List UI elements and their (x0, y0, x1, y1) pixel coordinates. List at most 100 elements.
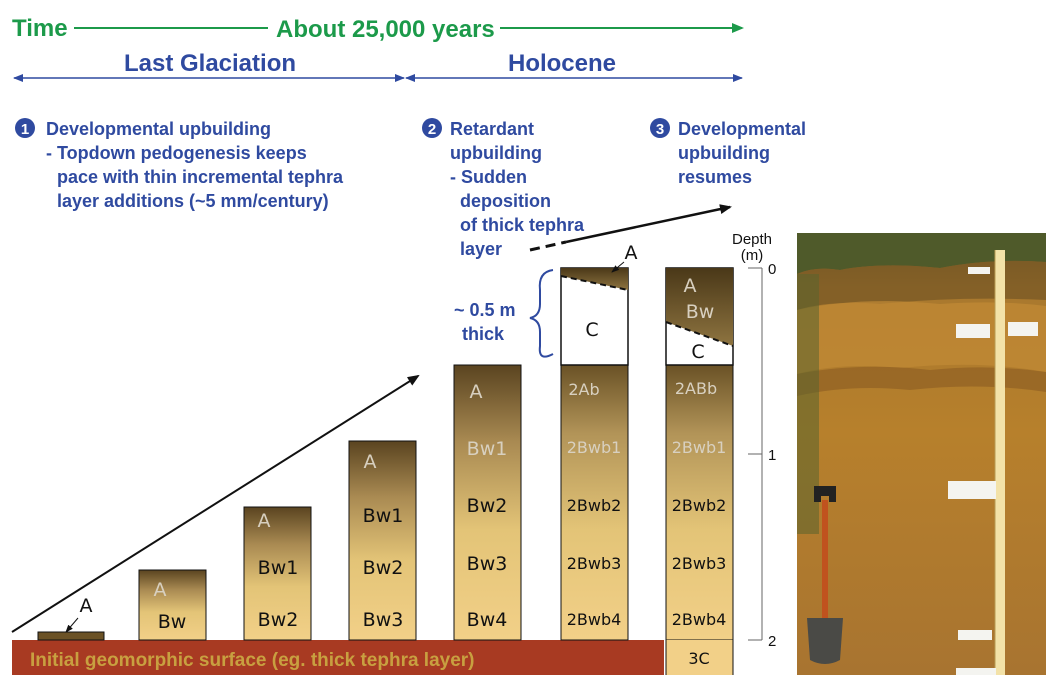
photo-tag-1 (968, 267, 990, 274)
column-6-a-boundary (560, 275, 629, 291)
column-5-horizon-bw2: Bw2 (467, 495, 508, 517)
profile-column-2: A Bw (138, 569, 207, 641)
thickness-unit: thick (462, 324, 505, 344)
column-5-horizon-bw1: Bw1 (467, 438, 508, 460)
stage-3-number: 3 (656, 121, 664, 138)
stage-3-line-1: Developmental (678, 119, 806, 139)
photo-tag-5 (958, 630, 992, 640)
column-5-horizon-a: A (470, 381, 483, 403)
stage-1-line-3: pace with thin incremental tephra (57, 167, 344, 187)
stage-2-line-5: of thick tephra (460, 215, 585, 235)
stage-3-line-2: upbuilding (678, 143, 770, 163)
stage-1-line-4: layer additions (~5 mm/century) (57, 191, 329, 211)
column-2-body (138, 569, 207, 641)
profile-column-5: A Bw1 Bw2 Bw3 Bw4 (453, 364, 522, 641)
column-1-a-horizon (37, 631, 105, 641)
stage-1-line-2: - Topdown pedogenesis keeps (46, 143, 307, 163)
stage-2-line-2: upbuilding (450, 143, 542, 163)
column-1-a-pointer (65, 617, 79, 633)
holocene-label: Holocene (508, 50, 616, 77)
photo-tag-2 (956, 324, 990, 338)
initial-surface-label: Initial geomorphic surface (eg. thick te… (30, 650, 475, 671)
stage-2-number: 2 (428, 121, 436, 138)
column-4-body (348, 440, 417, 641)
depth-tick-label-2: 2 (768, 633, 776, 650)
column-3-body (243, 506, 312, 641)
column-7-buried-body (665, 364, 734, 641)
column-6-horizon-2bwb1: 2Bwb1 (567, 438, 622, 457)
photo-tag-4 (948, 481, 996, 499)
profile-column-7: A Bw C 2ABb 2Bwb1 2Bwb2 2Bwb3 2Bwb4 3C (665, 267, 734, 675)
last-glaciation-label: Last Glaciation (124, 50, 296, 77)
soil-profile-photo (797, 233, 1046, 675)
stage-3-description: 3 Developmental upbuilding resumes (650, 118, 806, 187)
spade-shaft (822, 500, 828, 618)
photo-dark-band (797, 366, 1046, 396)
column-6-buried-body (560, 364, 629, 641)
column-6-horizon-2bwb2: 2Bwb2 (567, 496, 622, 515)
thickness-brace (529, 269, 554, 358)
column-3-horizon-a: A (258, 510, 271, 532)
column-2-horizon-bw: Bw (158, 611, 187, 633)
measuring-tape (995, 250, 1005, 675)
column-6-horizon-2bwb4: 2Bwb4 (567, 610, 622, 629)
photo-tag-6 (956, 668, 996, 675)
retardant-dashed-line (529, 240, 567, 252)
column-4-horizon-bw2: Bw2 (363, 557, 404, 579)
column-7-top-c: C (691, 341, 704, 363)
column-4-horizon-bw1: Bw1 (363, 505, 404, 527)
depth-tick-label-0: 0 (768, 261, 776, 278)
column-6-horizon-2ab: 2Ab (568, 380, 599, 399)
stage-1-number: 1 (21, 121, 29, 138)
stage-2-line-1: Retardant (450, 119, 534, 139)
column-6-horizon-2bwb3: 2Bwb3 (567, 554, 622, 573)
stage-3-line-3: resumes (678, 167, 752, 187)
photo-tephra-band (797, 301, 1046, 374)
stage-2-badge (422, 118, 442, 138)
stage-2-line-3: - Sudden (450, 167, 527, 187)
column-3-horizon-bw1: Bw1 (258, 557, 299, 579)
time-label: Time (12, 15, 68, 42)
stage-2-line-4: deposition (460, 191, 551, 211)
timeline-header: Time About 25,000 years Last Glaciation … (12, 15, 744, 82)
column-5-horizon-bw4: Bw4 (467, 609, 508, 631)
photo-tag-3 (1008, 322, 1038, 336)
profile-column-6: A C 2Ab 2Bwb1 2Bwb2 2Bwb3 2Bwb4 (560, 242, 638, 641)
column-7-horizon-2abb: 2ABb (675, 379, 717, 398)
column-7-horizon-2bwb4: 2Bwb4 (672, 610, 727, 629)
depth-axis-unit: (m) (741, 247, 764, 264)
column-5-body (453, 364, 522, 641)
duration-label: About 25,000 years (276, 16, 495, 43)
column-7-horizon-2bwb3: 2Bwb3 (672, 554, 727, 573)
column-7-3c-layer (666, 640, 733, 675)
column-6-top-a: A (625, 242, 638, 264)
column-2-horizon-a: A (154, 579, 167, 601)
resumed-trend-arrow (565, 204, 732, 244)
depth-tick-label-1: 1 (768, 447, 776, 464)
column-4-horizon-bw3: Bw3 (363, 609, 404, 631)
thickness-value: ~ 0.5 m (454, 300, 516, 320)
photo-vegetation (797, 233, 1046, 274)
profile-column-1: A (37, 595, 105, 641)
column-7-bw-boundary (665, 321, 734, 347)
thickness-annotation: ~ 0.5 m thick (454, 269, 554, 358)
spade-blade (807, 618, 843, 664)
column-6-a-pointer (611, 261, 625, 273)
column-7-horizon-3c: 3C (688, 649, 709, 668)
profile-column-3: A Bw1 Bw2 (243, 506, 312, 641)
column-7-top-a: A (684, 275, 697, 297)
spade-handle (814, 486, 836, 502)
column-1-a-label: A (80, 595, 93, 617)
column-6-top-c: C (585, 319, 598, 341)
profile-column-4: A Bw1 Bw2 Bw3 (348, 440, 417, 641)
column-7-top-bw: Bw (686, 301, 715, 323)
column-5-horizon-bw3: Bw3 (467, 553, 508, 575)
column-3-horizon-bw2: Bw2 (258, 609, 299, 631)
depth-axis-title: Depth (732, 231, 772, 248)
stage-1-line-1: Developmental upbuilding (46, 119, 271, 139)
stage-2-description: 2 Retardant upbuilding - Sudden depositi… (422, 118, 585, 259)
upbuilding-trend-arrow (11, 374, 420, 633)
depth-axis: Depth (m) 0 1 2 (732, 231, 776, 650)
stage-3-badge (650, 118, 670, 138)
